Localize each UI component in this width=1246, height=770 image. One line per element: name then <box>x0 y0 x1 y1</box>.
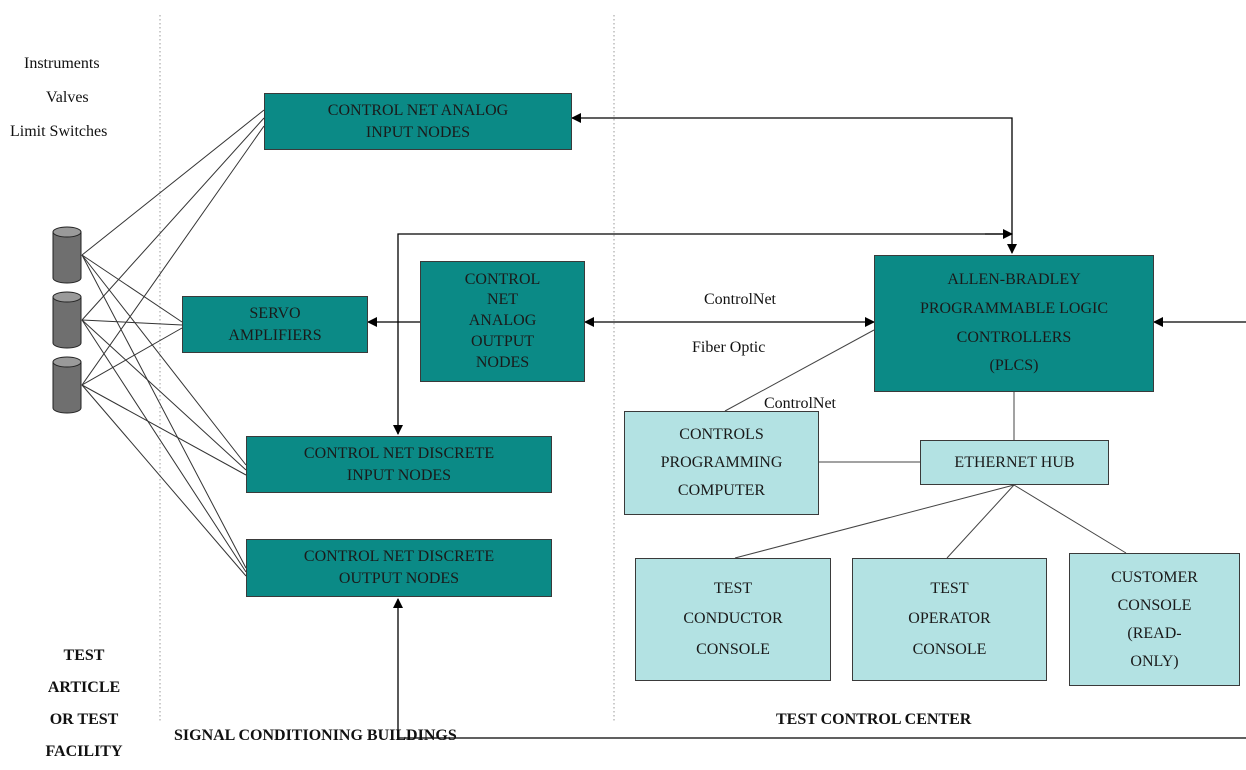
node-servo-amplifiers: SERVO AMPLIFIERS <box>182 296 368 353</box>
label-valves: Valves <box>46 89 89 106</box>
link-analog-input-plc <box>571 113 1017 254</box>
label-instruments: Instruments <box>24 55 100 72</box>
link-computer-plc <box>724 329 875 412</box>
link-hub-operator <box>946 484 1015 559</box>
node-ethernet-hub: ETHERNET HUB <box>920 440 1109 485</box>
node-discrete-output: CONTROL NET DISCRETE OUTPUT NODES <box>246 539 552 597</box>
label-controlnet-main: ControlNet <box>704 291 776 308</box>
node-discrete-input: CONTROL NET DISCRETE INPUT NODES <box>246 436 552 493</box>
zone-label-test-article: TEST ARTICLE OR TEST FACILITY <box>45 647 123 760</box>
node-plc: ALLEN-BRADLEY PROGRAMMABLE LOGIC CONTROL… <box>874 255 1154 392</box>
node-test-operator-console: TEST OPERATOR CONSOLE <box>852 558 1047 681</box>
zone-label-signal-conditioning: SIGNAL CONDITIONING BUILDINGS <box>174 727 457 744</box>
label-limit-switches: Limit Switches <box>10 123 108 140</box>
node-test-conductor-console: TEST CONDUCTOR CONSOLE <box>635 558 831 681</box>
zone-label-test-control-center: TEST CONTROL CENTER <box>776 711 972 728</box>
label-fiber-optic: Fiber Optic <box>692 339 766 356</box>
field-device-cylinder <box>52 356 82 414</box>
link-hub-customer <box>1013 484 1127 554</box>
field-device-cylinder <box>52 226 82 284</box>
field-wiring <box>81 109 265 577</box>
link-bottom-discrete-output <box>393 598 1246 739</box>
link-hub-conductor <box>734 484 1015 559</box>
link-plc-discrete-input <box>393 233 1012 435</box>
node-customer-console: CUSTOMER CONSOLE (READ- ONLY) <box>1069 553 1240 686</box>
node-analog-output: CONTROL NET ANALOG OUTPUT NODES <box>420 261 585 382</box>
label-controlnet-computer: ControlNet <box>764 395 836 412</box>
node-analog-input: CONTROL NET ANALOG INPUT NODES <box>264 93 572 150</box>
node-programming-computer: CONTROLS PROGRAMMING COMPUTER <box>624 411 819 515</box>
field-device-cylinder <box>52 291 82 349</box>
